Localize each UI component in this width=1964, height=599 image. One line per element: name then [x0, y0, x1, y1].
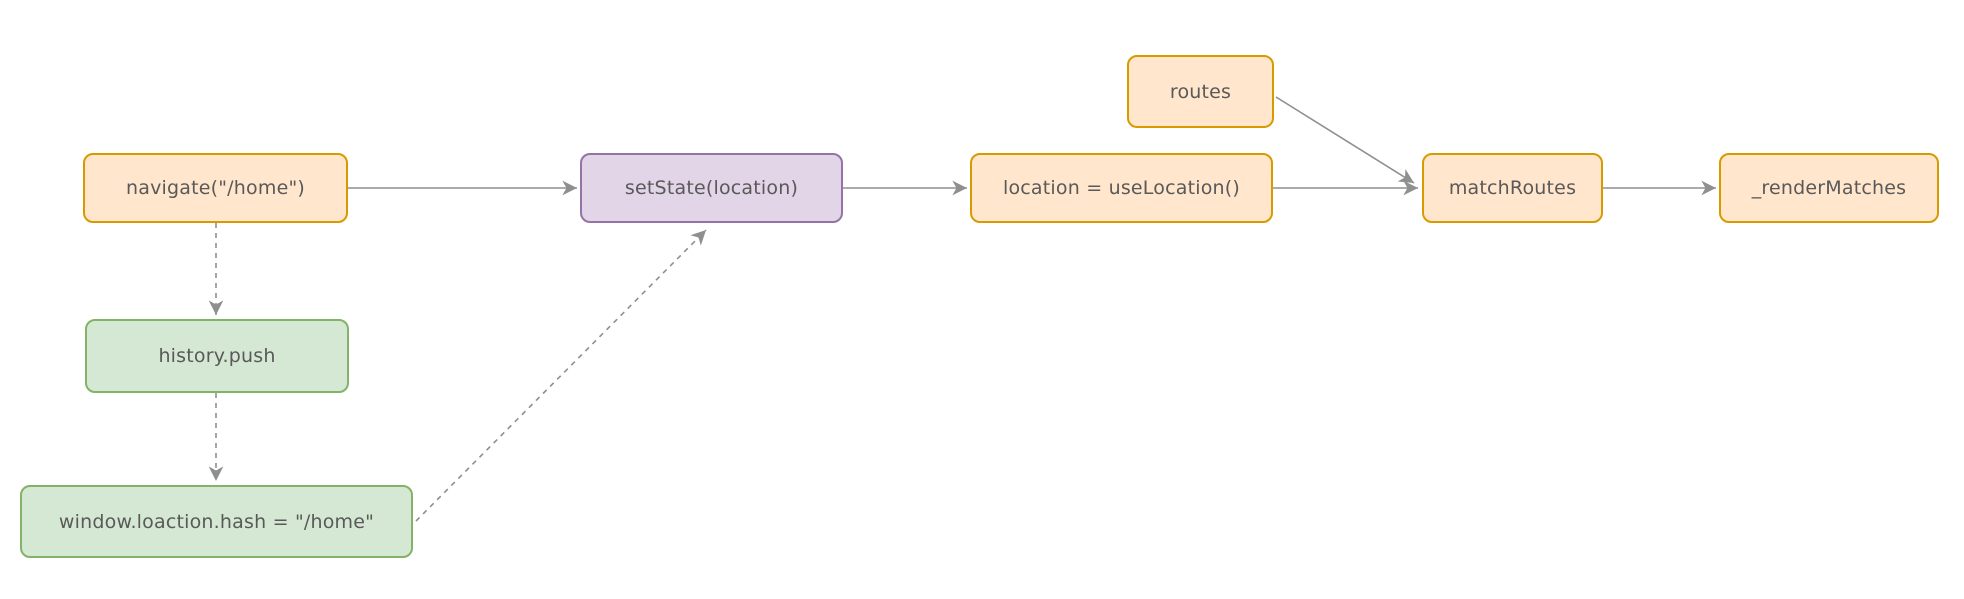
- node-match-routes[interactable]: matchRoutes: [1422, 153, 1603, 223]
- node-routes[interactable]: routes: [1127, 55, 1274, 128]
- node-set-state[interactable]: setState(location): [580, 153, 843, 223]
- node-use-location[interactable]: location = useLocation(): [970, 153, 1273, 223]
- edge-routes-to-matchRoutes: [1275, 96, 1415, 184]
- node-match-routes-label: matchRoutes: [1448, 177, 1577, 199]
- node-navigate[interactable]: navigate("/home"): [83, 153, 348, 223]
- edge-windowHash-to-setState: [415, 229, 707, 522]
- node-routes-label: routes: [1169, 80, 1232, 103]
- node-history-push[interactable]: history.push: [85, 319, 349, 393]
- node-use-location-label: location = useLocation(): [1002, 177, 1240, 199]
- node-render-matches-label: _renderMatches: [1751, 177, 1907, 199]
- node-render-matches[interactable]: _renderMatches: [1719, 153, 1939, 223]
- node-set-state-label: setState(location): [624, 177, 799, 199]
- node-navigate-label: navigate("/home"): [125, 177, 306, 199]
- node-window-location-hash-label: window.loaction.hash = "/home": [58, 510, 375, 533]
- node-history-push-label: history.push: [158, 345, 276, 367]
- node-window-location-hash[interactable]: window.loaction.hash = "/home": [20, 485, 413, 558]
